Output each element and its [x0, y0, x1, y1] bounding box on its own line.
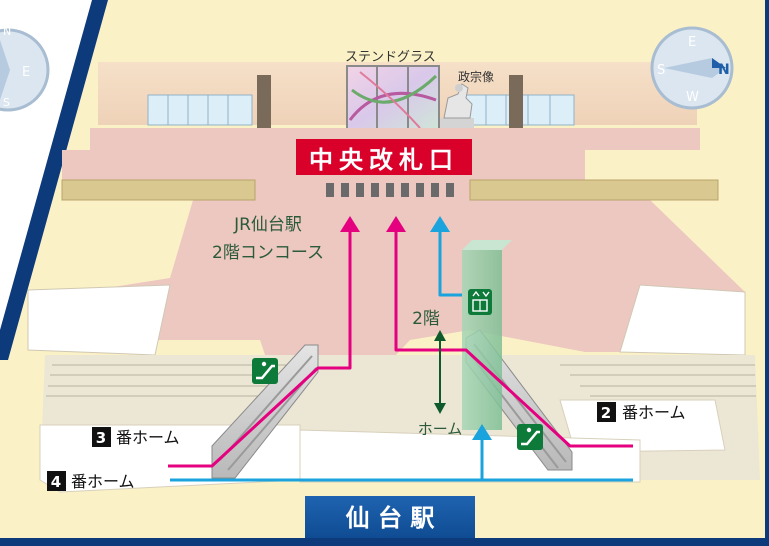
floor-2-label: 2階 [412, 309, 440, 329]
escalator-icon [252, 358, 278, 384]
gate-turnstiles [326, 183, 454, 197]
compass-left-east: E [22, 65, 30, 80]
platform-4-label: 番ホーム [71, 472, 135, 491]
stained-glass-label: ステンドグラス [345, 50, 436, 65]
compass-left-south: S [3, 96, 10, 109]
elevator-icon [468, 289, 492, 315]
arrow-up-blue-2 [472, 424, 492, 440]
compass-icon [0, 28, 50, 112]
platform-level-label: ホーム [418, 420, 463, 438]
elevator-shaft [462, 240, 512, 430]
platform-4-number: 4 [51, 473, 61, 491]
gate-sign-bg [296, 139, 472, 175]
compass-right-west: W [686, 90, 699, 105]
stained-glass [346, 65, 440, 131]
platform-2-number-box [597, 402, 616, 422]
station-name-plate [305, 496, 475, 538]
ledge-left [61, 179, 256, 201]
concourse-floor [30, 128, 745, 458]
ledge-right [469, 179, 719, 201]
window-left [147, 94, 253, 126]
compass-right-north: N [718, 62, 730, 78]
compass-left-north: N [3, 25, 11, 38]
platform-3-number-box [92, 427, 111, 447]
compass-icon [650, 26, 734, 110]
bottom-border [0, 538, 769, 546]
escalator-left [211, 344, 319, 479]
diagonal-border [0, 0, 108, 360]
arrow-up-magenta-2 [386, 216, 406, 232]
masamune-statue-label: 政宗像 [458, 69, 494, 84]
station-name: 仙 台 駅 [346, 504, 435, 532]
right-border [765, 0, 769, 546]
concourse-label-line1: JR仙台駅 [233, 215, 302, 235]
escalator-icon [517, 424, 543, 450]
central-gate-label: 中央改札口 [309, 146, 459, 174]
arrow-up-magenta-1 [340, 216, 360, 232]
pillar-right [509, 75, 523, 130]
pillar-left [257, 75, 271, 130]
elevator-up-down-arrow [434, 330, 446, 414]
compass-right-south: S [657, 63, 665, 78]
platform-3-number: 3 [96, 429, 106, 447]
platform-2-label: 番ホーム [622, 403, 686, 422]
concourse-label-line2: 2階コンコース [212, 243, 324, 263]
compass-right-east: E [688, 35, 696, 50]
blue-routes [170, 230, 633, 482]
platform-3-label: 番ホーム [116, 428, 180, 447]
platform-2-number: 2 [601, 404, 611, 422]
platform-4-number-box [47, 471, 66, 491]
magenta-routes [168, 230, 633, 468]
arrow-up-blue-1 [430, 216, 450, 232]
